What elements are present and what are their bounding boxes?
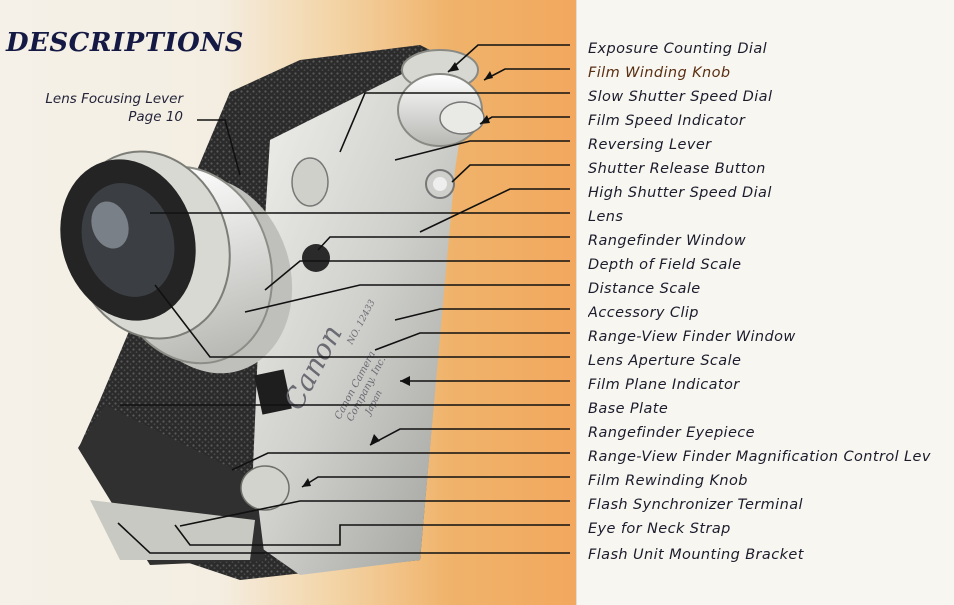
parts-list-item-label: Film Rewinding Knob (588, 473, 748, 489)
parts-list-item-label: Depth of Field Scale (588, 257, 742, 273)
dot-leader (775, 41, 954, 55)
page-title: DESCRIPTIONS (6, 28, 244, 58)
dot-leader (780, 89, 954, 103)
parts-list-item: Exposure Counting Dial (588, 35, 954, 57)
parts-list-item-label: Slow Shutter Speed Dial (588, 89, 772, 105)
parts-list-item-label: Base Plate (588, 401, 668, 417)
parts-list-item: Flash Unit Mounting Bracket (588, 541, 954, 563)
parts-list-item-label: Film Speed Indicator (588, 113, 745, 129)
parts-list-item: Rangefinder Window (588, 227, 954, 249)
parts-list-item: Lens (588, 203, 954, 225)
parts-list-item: Accessory Clip (588, 299, 954, 321)
dot-leader (812, 547, 954, 561)
parts-list-item: Slow Shutter Speed Dial (588, 83, 954, 105)
dot-leader (811, 497, 954, 511)
parts-list-item-label: Rangefinder Window (588, 233, 746, 249)
parts-list-item: Eye for Neck Strap (588, 515, 954, 537)
parts-list-item: Lens Aperture Scale (588, 347, 954, 369)
parts-list-item-label: Flash Synchronizer Terminal (588, 497, 803, 513)
parts-list-item-label: Lens Aperture Scale (588, 353, 741, 369)
dot-leader (709, 281, 954, 295)
parts-list-item: Distance Scale (588, 275, 954, 297)
dot-leader (750, 257, 954, 271)
parts-list-item-label: Exposure Counting Dial (588, 41, 767, 57)
parts-list-item: Range-View Finder Window (588, 323, 954, 345)
parts-list-item: Film Rewinding Knob (588, 467, 954, 489)
parts-list-item-label: High Shutter Speed Dial (588, 185, 772, 201)
parts-list-item-label: Flash Unit Mounting Bracket (588, 547, 804, 563)
dot-leader (707, 305, 954, 319)
parts-list-item: Flash Synchronizer Terminal (588, 491, 954, 513)
parts-list-item-label: Eye for Neck Strap (588, 521, 731, 537)
parts-list-item-label: Distance Scale (588, 281, 701, 297)
dot-leader (748, 377, 954, 391)
parts-list-item: Shutter Release Button (588, 155, 954, 177)
dot-leader (720, 137, 954, 151)
parts-list-item-label: Range-View Finder Window (588, 329, 796, 345)
parts-list-item: Film Winding Knob (588, 59, 954, 81)
dot-leader (780, 185, 954, 199)
dot-leader (774, 161, 954, 175)
parts-list-item: Base Plate (588, 395, 954, 417)
parts-list-item: Rangefinder Eyepiece (588, 419, 954, 441)
parts-list-item-label: Accessory Clip (588, 305, 699, 321)
parts-list-item: Range-View Finder Magnification Control … (588, 443, 954, 465)
parts-list-item-label: Film Plane Indicator (588, 377, 740, 393)
focus-label-line1: Lens Focusing Lever (18, 90, 183, 108)
lens-focusing-lever-label: Lens Focusing Lever Page 10 (18, 90, 183, 126)
parts-list-item-label: Range-View Finder Magnification Control … (588, 449, 931, 465)
dot-leader (753, 113, 954, 127)
dot-leader (739, 65, 954, 79)
dot-leader (749, 353, 954, 367)
dot-leader (763, 425, 954, 439)
parts-list-item-label: Lens (588, 209, 623, 225)
parts-list-item-label: Rangefinder Eyepiece (588, 425, 755, 441)
dot-leader (676, 401, 954, 415)
parts-list-item-label: Film Winding Knob (588, 65, 731, 81)
parts-list-item: Film Plane Indicator (588, 371, 954, 393)
dot-leader (631, 209, 954, 223)
parts-list-item-label: Shutter Release Button (588, 161, 766, 177)
parts-list-item: Depth of Field Scale (588, 251, 954, 273)
parts-list-item: Reversing Lever (588, 131, 954, 153)
parts-list-item: Film Speed Indicator (588, 107, 954, 129)
focus-label-line2: Page 10 (18, 108, 183, 126)
dot-leader (756, 473, 954, 487)
parts-list-item-label: Reversing Lever (588, 137, 712, 153)
parts-list-item: High Shutter Speed Dial (588, 179, 954, 201)
